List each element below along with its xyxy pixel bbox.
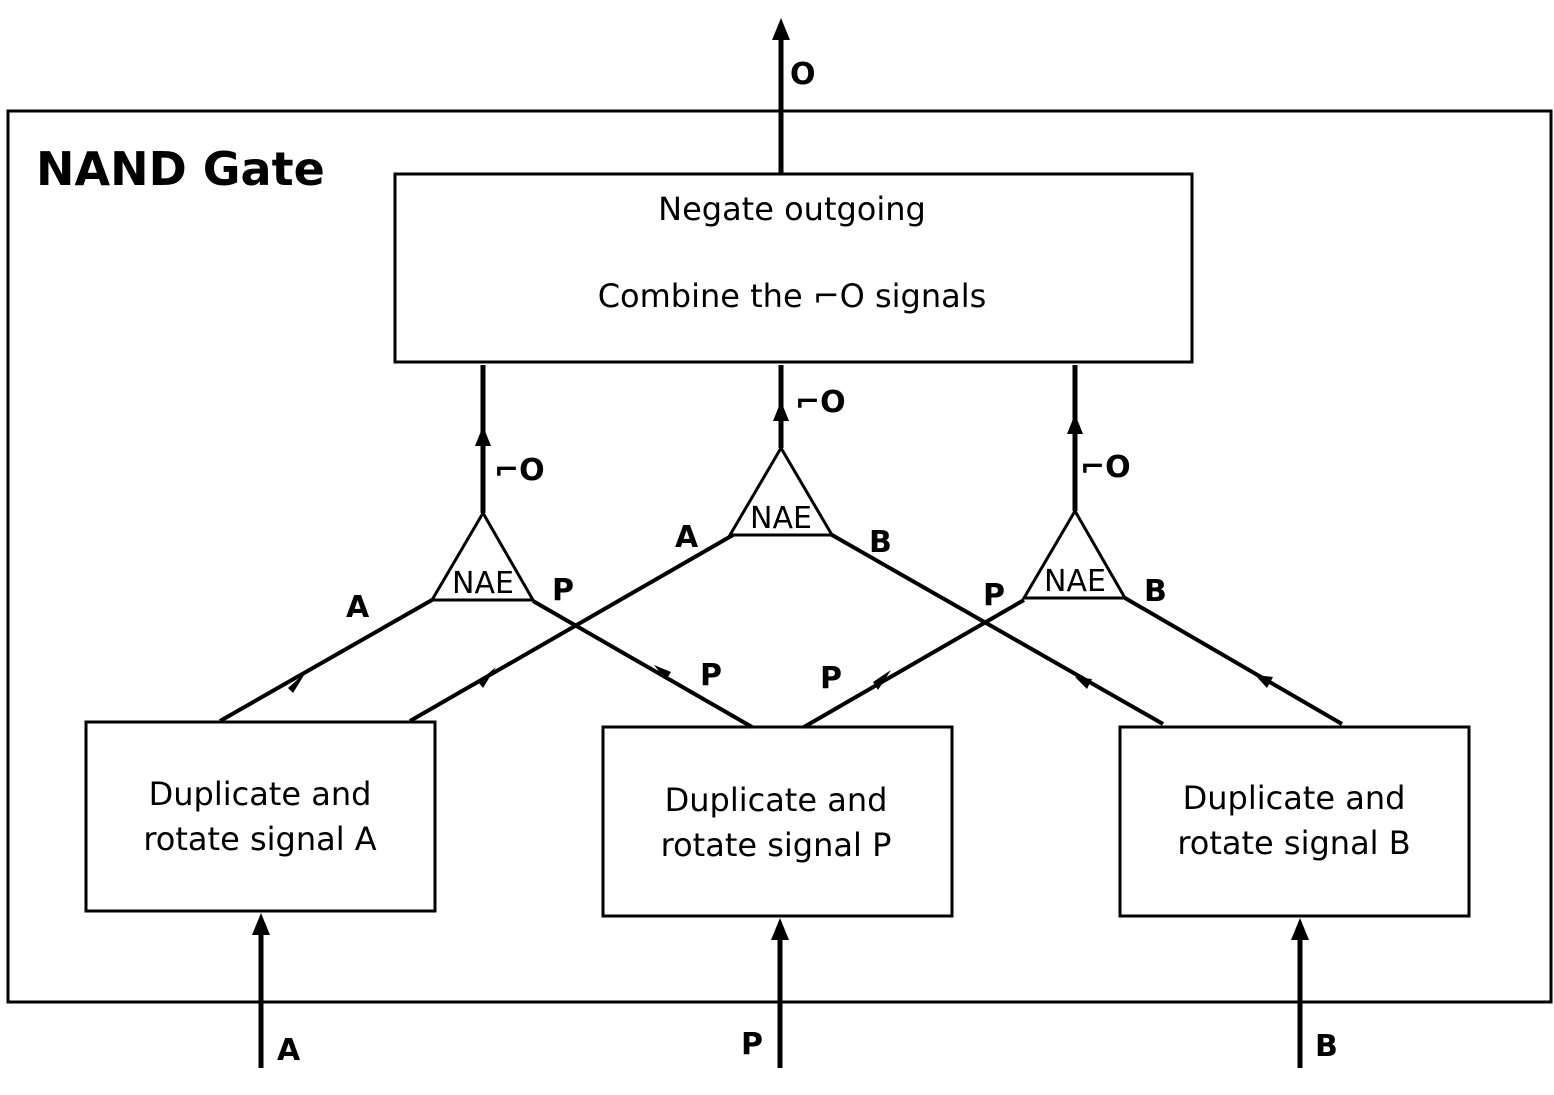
diagram-title: NAND Gate: [36, 142, 325, 196]
input-arrowhead-p: [771, 918, 789, 940]
wire-p-to-nae3-arrow: [873, 670, 891, 690]
wire-p-to-nae3: [803, 598, 1025, 729]
nae-gate-3-output-arrow: [1067, 414, 1083, 434]
nae-gate-1-input-left: A: [346, 590, 370, 625]
output-label: O: [790, 57, 816, 92]
wire-b-to-nae3: [1123, 596, 1344, 726]
input-arrowhead-b: [1291, 918, 1309, 940]
dup-box-p: [601, 725, 954, 918]
wire-a-to-nae1: [219, 598, 433, 723]
nae-gate-2-output: ⌐O: [795, 385, 846, 420]
dup-box-p-line2: rotate signal P: [661, 826, 892, 864]
wire-a-to-nae2-arrow: [478, 667, 496, 688]
dup-box-b: [1118, 725, 1471, 918]
nae-gate-3-label: NAE: [1044, 564, 1106, 599]
wire-a-to-nae1-arrow: [288, 672, 306, 693]
nae-gate-3-output: ⌐O: [1080, 450, 1131, 485]
nae-gate-2-input-right: B: [869, 525, 892, 560]
wire-b-to-nae2: [831, 533, 1164, 726]
nae-gate-1-input-right: P: [552, 573, 574, 608]
nae-gate-1: [429, 510, 536, 602]
dup-box-a-line1: Duplicate and: [149, 775, 372, 813]
nae-gate-1-label: NAE: [452, 566, 514, 601]
dup-box-a: [84, 720, 437, 913]
dup-box-b-line2: rotate signal B: [1177, 824, 1410, 862]
wire-p-left-label: P: [700, 658, 722, 693]
nae-gate-1-output-arrow: [475, 426, 491, 446]
nae-gate-2-input-left: A: [675, 520, 699, 555]
dup-box-a-line2: rotate signal A: [143, 820, 376, 858]
combine-box-line2: Combine the ⌐O signals: [598, 277, 987, 315]
wire-p-to-nae1-arrow: [654, 665, 671, 680]
combine-box: [393, 172, 1194, 364]
input-label-b: B: [1315, 1029, 1338, 1064]
dup-box-b-line1: Duplicate and: [1183, 779, 1406, 817]
nae-gate-3-input-left: P: [983, 578, 1005, 613]
nae-gate-2: [727, 445, 835, 537]
input-arrowhead-a: [252, 913, 270, 935]
wire-p-to-nae1: [532, 599, 753, 729]
nae-gate-3-input-right: B: [1144, 574, 1167, 609]
wire-b-to-nae2-arrow: [1075, 677, 1092, 689]
input-label-p: P: [741, 1027, 763, 1062]
nae-gate-2-output-arrow: [773, 401, 789, 421]
output-arrowhead: [772, 18, 790, 40]
dup-box-p-line1: Duplicate and: [665, 781, 888, 819]
input-label-a: A: [277, 1033, 301, 1068]
nae-gate-1-output: ⌐O: [494, 453, 545, 488]
combine-box-line1: Negate outgoing: [658, 190, 926, 228]
wire-a-to-nae2: [409, 533, 734, 723]
wire-b-to-nae3-arrow: [1255, 675, 1273, 688]
nae-gate-2-label: NAE: [750, 501, 812, 536]
wire-p-right-label: P: [820, 661, 842, 696]
nae-gate-3: [1021, 508, 1128, 600]
